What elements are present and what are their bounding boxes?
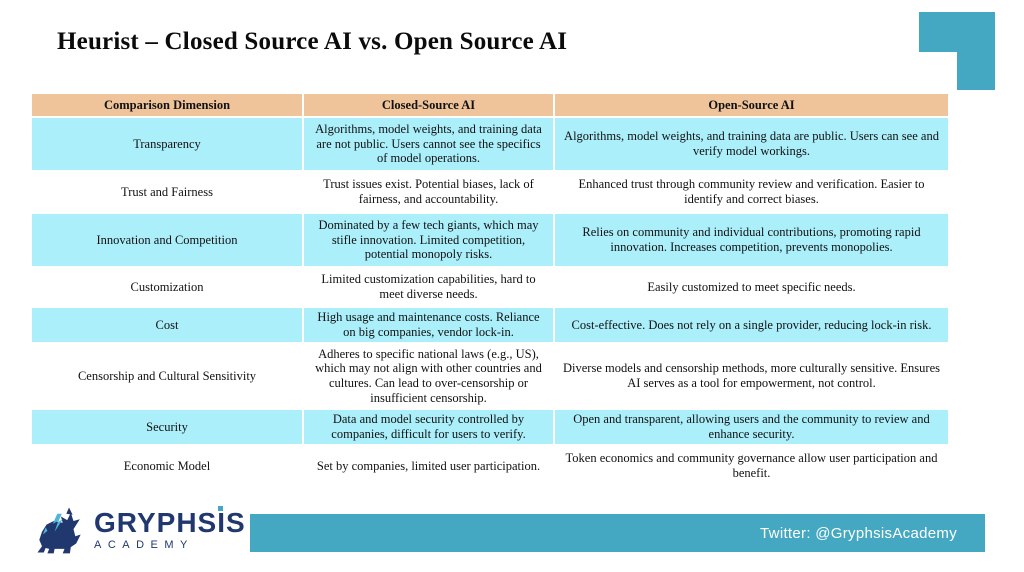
cell-closed-source: Trust issues exist. Potential biases, la… — [302, 170, 555, 214]
table-row: Security Data and model security control… — [30, 408, 950, 446]
table-row: Customization Limited customization capa… — [30, 266, 950, 308]
table-row: Innovation and Competition Dominated by … — [30, 212, 950, 268]
griffin-logo-icon — [37, 507, 81, 554]
cell-dimension: Economic Model — [30, 444, 304, 488]
twitter-handle: Twitter: @GryphsisAcademy — [760, 524, 957, 542]
column-header-dimension: Comparison Dimension — [30, 92, 304, 118]
cell-closed-source: Adheres to specific national laws (e.g.,… — [302, 342, 555, 410]
footer-bar: Twitter: @GryphsisAcademy — [250, 514, 985, 552]
cell-dimension: Security — [30, 408, 304, 446]
table-row: Trust and Fairness Trust issues exist. P… — [30, 170, 950, 214]
cell-dimension: Censorship and Cultural Sensitivity — [30, 342, 304, 410]
cell-closed-source: Dominated by a few tech giants, which ma… — [302, 212, 555, 268]
gryphsis-logo: GRYPHSIS ACADEMY — [33, 505, 246, 555]
cell-dimension: Transparency — [30, 116, 304, 172]
table-row: Transparency Algorithms, model weights, … — [30, 116, 950, 172]
logo-accent-dot — [218, 506, 223, 511]
cell-closed-source: High usage and maintenance costs. Relian… — [302, 306, 555, 344]
logo-subtext: ACADEMY — [94, 539, 194, 551]
cell-open-source: Algorithms, model weights, and training … — [553, 116, 950, 172]
cell-open-source: Enhanced trust through community review … — [553, 170, 950, 214]
cell-dimension: Customization — [30, 266, 304, 308]
cell-open-source: Open and transparent, allowing users and… — [553, 408, 950, 446]
cell-open-source: Easily customized to meet specific needs… — [553, 266, 950, 308]
cell-open-source: Diverse models and censorship methods, m… — [553, 342, 950, 410]
table-row: Cost High usage and maintenance costs. R… — [30, 306, 950, 344]
cell-closed-source: Algorithms, model weights, and training … — [302, 116, 555, 172]
column-header-closed-source: Closed-Source AI — [302, 92, 555, 118]
cell-dimension: Cost — [30, 306, 304, 344]
table-row: Economic Model Set by companies, limited… — [30, 444, 950, 488]
logo-text-block: GRYPHSIS ACADEMY — [94, 506, 246, 551]
comparison-table: Comparison Dimension Closed-Source AI Op… — [30, 92, 950, 488]
cell-closed-source: Data and model security controlled by co… — [302, 408, 555, 446]
logo-wordmark: GRYPHSIS — [94, 507, 246, 538]
table-header-row: Comparison Dimension Closed-Source AI Op… — [30, 92, 950, 118]
cell-open-source: Token economics and community governance… — [553, 444, 950, 488]
cell-closed-source: Set by companies, limited user participa… — [302, 444, 555, 488]
table-row: Censorship and Cultural Sensitivity Adhe… — [30, 342, 950, 410]
cell-dimension: Innovation and Competition — [30, 212, 304, 268]
column-header-open-source: Open-Source AI — [553, 92, 950, 118]
cell-closed-source: Limited customization capabilities, hard… — [302, 266, 555, 308]
cell-dimension: Trust and Fairness — [30, 170, 304, 214]
cell-open-source: Relies on community and individual contr… — [553, 212, 950, 268]
corner-decoration-shape — [919, 12, 995, 90]
cell-open-source: Cost-effective. Does not rely on a singl… — [553, 306, 950, 344]
page-title: Heurist – Closed Source AI vs. Open Sour… — [57, 28, 568, 55]
